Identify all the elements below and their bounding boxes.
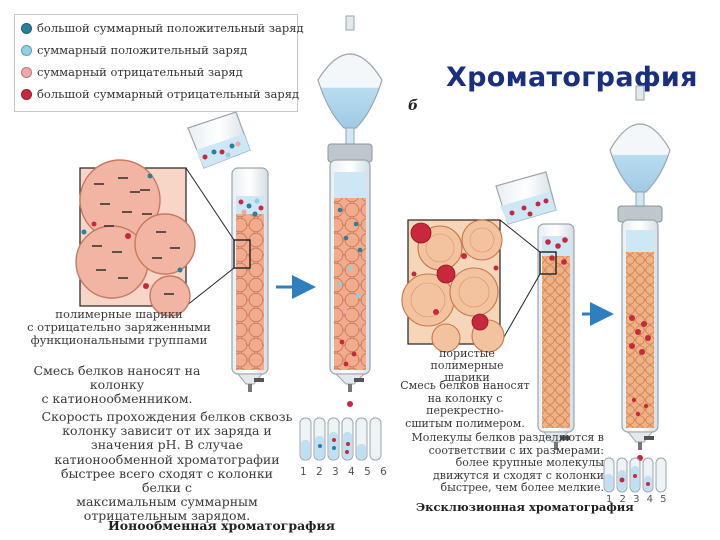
exclusion-loading-caption: Смесь белков наносят на колонку с перекр… bbox=[392, 379, 538, 430]
strong-positive-dot-icon bbox=[21, 22, 32, 34]
explanation-line: Молекулы белков разделяются в bbox=[411, 431, 604, 444]
column-exclusion-elution bbox=[609, 85, 671, 461]
caption-line: Смесь белков наносят на колонку bbox=[33, 363, 201, 392]
caption-line: Смесь белков наносят bbox=[400, 379, 530, 392]
ion-section-title: Ионообменная хроматография bbox=[108, 518, 335, 533]
ion-explanation: Скорость прохождения белков сквозь колон… bbox=[40, 409, 294, 524]
zoom-exclusion-beads bbox=[401, 219, 541, 353]
ion-tube-numbers: 1 2 3 4 5 6 bbox=[300, 466, 390, 478]
exclusion-section-title: Эксклюзионная хроматография bbox=[416, 500, 634, 514]
legend-item-strong-negative: большой суммарный отрицательный заряд bbox=[21, 85, 299, 103]
column-exclusion-loading bbox=[537, 223, 575, 450]
explanation-line: отрицательным зарядом. bbox=[83, 508, 251, 524]
caption-line: функциональными группами bbox=[30, 333, 208, 347]
ion-loading-caption: Смесь белков наносят на колонку с катион… bbox=[10, 364, 224, 406]
test-tubes-exclusion bbox=[603, 457, 667, 493]
exclusion-beads-caption: пористые полимерные шарики bbox=[404, 348, 530, 384]
negative-dot-icon bbox=[21, 66, 32, 78]
caption-line: пористые полимерные bbox=[430, 347, 504, 372]
caption-line: с катионообменником. bbox=[41, 391, 193, 406]
column-ion-exchange-elution bbox=[317, 15, 383, 407]
explanation-line: более крупные молекулы bbox=[455, 456, 604, 470]
page-title: Хроматография bbox=[446, 62, 698, 93]
explanation-line: быстрее, чем более мелкие. bbox=[440, 481, 604, 495]
zoom-ion-exchange-beads bbox=[75, 159, 235, 317]
explanation-line: Скорость прохождения белков сквозь bbox=[41, 409, 293, 424]
column-ion-exchange-loading bbox=[231, 167, 269, 392]
legend-label: большой суммарный отрицательный заряд bbox=[37, 87, 300, 101]
legend-label: суммарный положительный заряд bbox=[37, 43, 248, 57]
legend-item-negative: суммарный отрицательный заряд bbox=[21, 63, 243, 81]
legend-item-strong-positive: большой суммарный положительный заряд bbox=[21, 19, 304, 37]
explanation-line: соответствии с их размерами: bbox=[428, 443, 604, 457]
explanation-line: катионообменной хроматографии bbox=[54, 451, 280, 467]
explanation-line: колонку зависит от их заряда и bbox=[62, 423, 272, 439]
positive-dot-icon bbox=[21, 44, 32, 56]
caption-line: сшитым полимером. bbox=[405, 416, 525, 430]
explanation-line: быстрее всего сходят с колонки белки с bbox=[61, 465, 273, 496]
legend: большой суммарный положительный заряд су… bbox=[14, 14, 304, 112]
caption-line: с отрицательно заряженными bbox=[27, 320, 211, 334]
caption-line: шарики bbox=[444, 371, 490, 384]
caption-line: на колонку с перекрестно- bbox=[426, 391, 504, 417]
legend-label: суммарный отрицательный заряд bbox=[37, 65, 243, 79]
strong-negative-dot-icon bbox=[21, 88, 32, 100]
panel-label: б bbox=[408, 98, 419, 114]
explanation-line: движутся и сходят с колонки bbox=[433, 468, 604, 482]
legend-label: большой суммарный положительный заряд bbox=[37, 21, 304, 35]
ion-beads-caption: полимерные шарики с отрицательно заряжен… bbox=[14, 308, 224, 347]
test-tubes-ion-exchange bbox=[299, 417, 382, 461]
explanation-line: максимальным суммарным bbox=[76, 494, 258, 510]
legend-item-positive: суммарный положительный заряд bbox=[21, 41, 247, 59]
caption-line: полимерные шарики bbox=[55, 307, 183, 321]
exclusion-explanation: Молекулы белков разделяются в соответств… bbox=[408, 431, 604, 495]
beaker-exclusion bbox=[495, 171, 557, 225]
beaker-ion-exchange bbox=[187, 111, 251, 169]
exclusion-tube-numbers: 1 2 3 4 5 bbox=[606, 494, 669, 505]
explanation-line: значения pH. В случае bbox=[90, 437, 244, 453]
